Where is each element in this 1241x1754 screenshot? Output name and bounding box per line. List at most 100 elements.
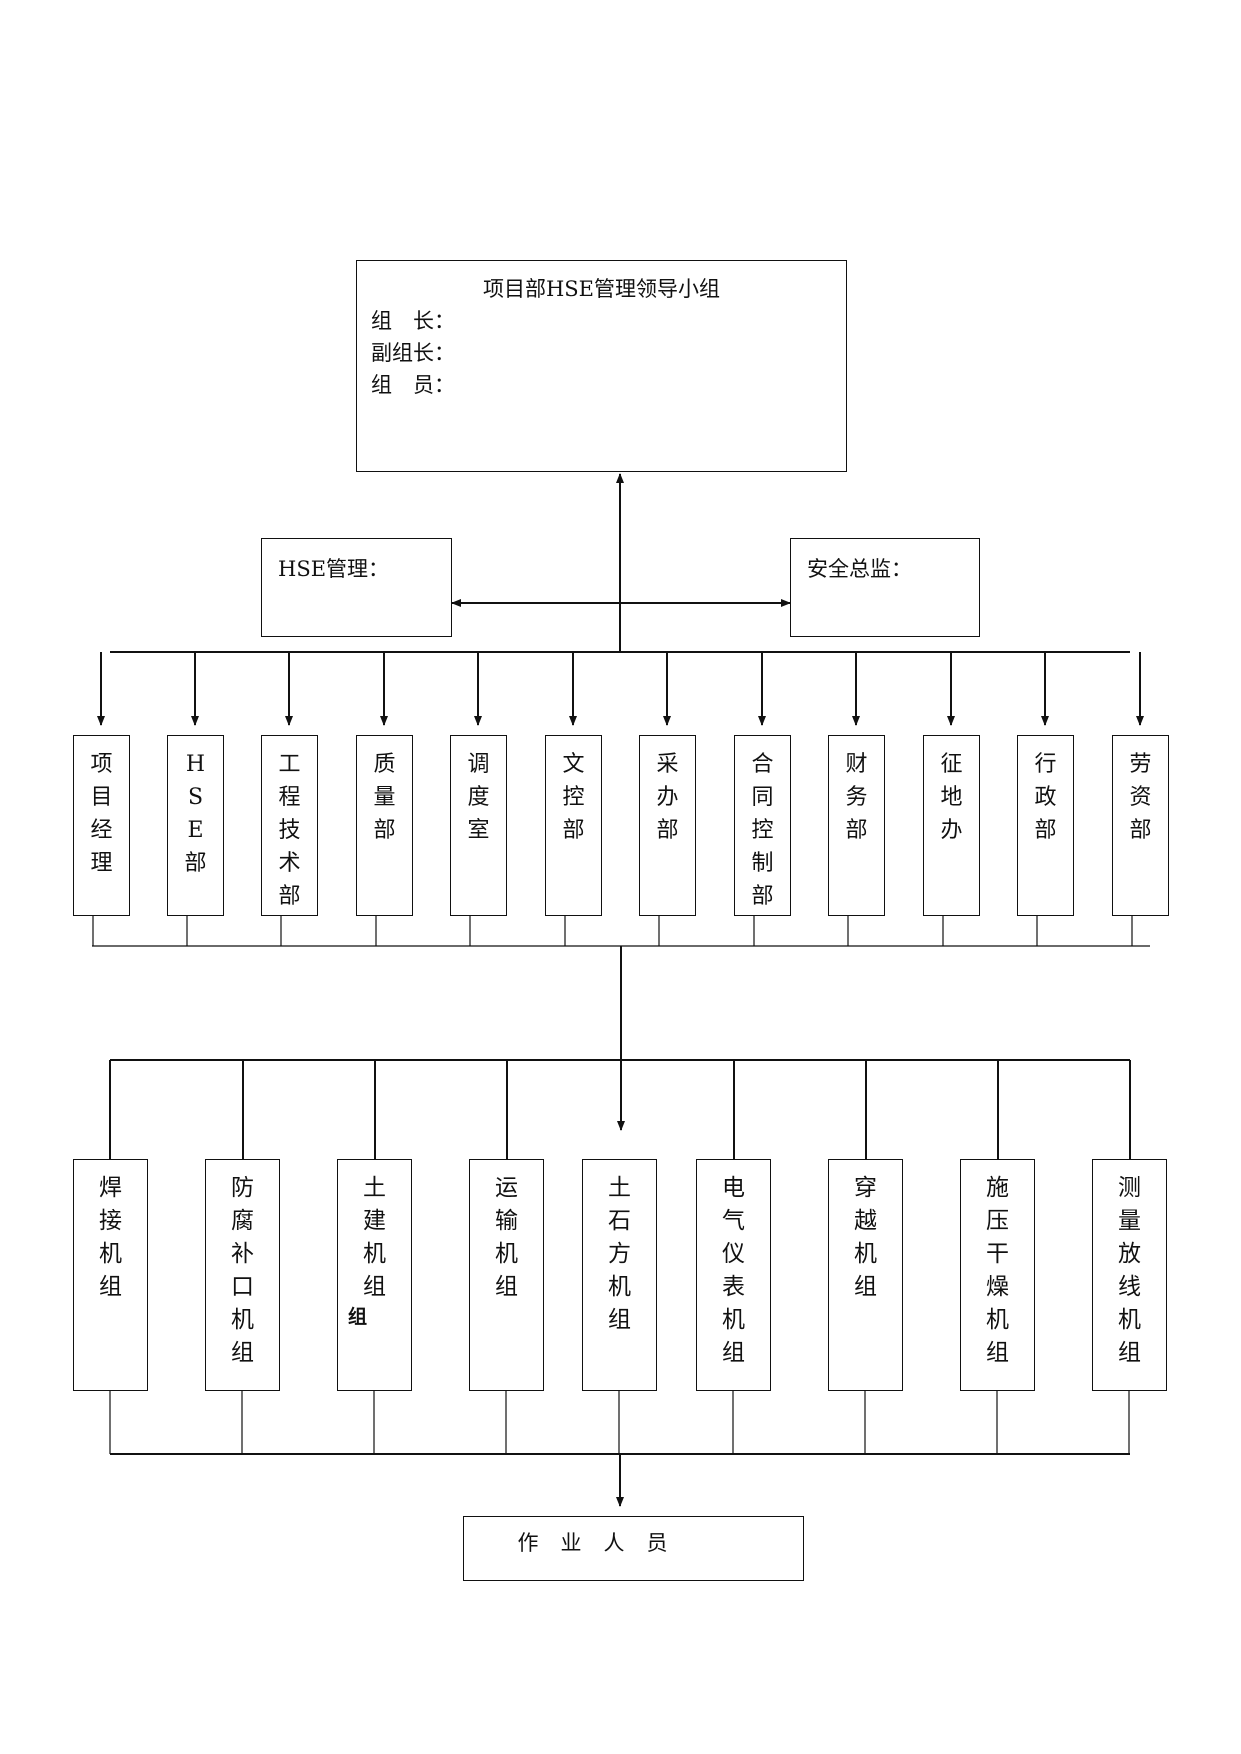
crew-label-char: 机 <box>854 1241 877 1267</box>
department-label-char: 文 <box>562 752 585 777</box>
crew-label-char: 组 <box>363 1274 386 1300</box>
department-label-char: 政 <box>1034 785 1057 810</box>
department-label: 劳资部 <box>1113 748 1168 847</box>
department-label-char: 地 <box>940 785 963 810</box>
crew-label-char: 土 <box>608 1175 631 1201</box>
crew-label-char: 组 <box>1118 1340 1141 1366</box>
department-label-char: 征 <box>940 752 963 777</box>
department-box: 调度室 <box>450 735 507 916</box>
crew-label-char: 干 <box>986 1241 1009 1267</box>
department-label-char: 部 <box>845 818 868 843</box>
department-label-char: 采 <box>656 752 679 777</box>
crew-label: 施压干燥机组 <box>961 1172 1034 1370</box>
department-label-char: 工 <box>278 752 301 777</box>
leadership-group-box: 项目部HSE管理领导小组 组 长： 副组长： 组 员： <box>356 260 847 472</box>
department-label-char: 控 <box>751 818 774 843</box>
crew-label-char: 测 <box>1118 1175 1141 1201</box>
department-label-char: 部 <box>656 818 679 843</box>
crew-label-char: 越 <box>854 1208 877 1234</box>
crew-label-char: 气 <box>722 1208 745 1234</box>
crew-box: 运输机组 <box>469 1159 544 1391</box>
crew-label-char: 腐 <box>231 1208 254 1234</box>
crew-label-char: 机 <box>495 1241 518 1267</box>
leadership-title: 项目部HSE管理领导小组 <box>482 277 721 301</box>
crew-label-char: 建 <box>363 1208 386 1234</box>
crew-box: 测量放线机组 <box>1092 1159 1167 1391</box>
department-label-char: 部 <box>1129 818 1152 843</box>
department-label-char: 部 <box>373 818 396 843</box>
crew-label-char: 土 <box>363 1175 386 1201</box>
crew-label-char: 防 <box>231 1175 254 1201</box>
department-box: 合同控制部 <box>734 735 791 916</box>
leader-label: 组 长： <box>371 309 455 333</box>
department-label-char: 同 <box>751 785 774 810</box>
department-box: 质量部 <box>356 735 413 916</box>
crew-label-char: 组 <box>722 1340 745 1366</box>
department-label-char: 行 <box>1034 752 1057 777</box>
crew-box: 焊接机组 <box>73 1159 148 1391</box>
department-label: 合同控制部 <box>735 748 790 913</box>
department-label-char: 质 <box>373 752 396 777</box>
department-label: 质量部 <box>357 748 412 847</box>
department-label-char: 度 <box>467 785 490 810</box>
crew-label-char: 量 <box>1118 1208 1141 1234</box>
department-label-char: 控 <box>562 785 585 810</box>
crew-box: 土石方机组 <box>582 1159 657 1391</box>
member-label: 组 员： <box>371 373 455 397</box>
crew-label-char: 机 <box>722 1307 745 1333</box>
crew-label-char: 机 <box>608 1274 631 1300</box>
crew-label: 焊接机组 <box>74 1172 147 1304</box>
crew-label-char: 组 <box>608 1307 631 1333</box>
crew-label-char: 线 <box>1118 1274 1141 1300</box>
crew-label-char: 焊 <box>99 1175 122 1201</box>
crew-label-char: 组 <box>854 1274 877 1300</box>
department-label-char: 部 <box>278 884 301 909</box>
crew-label: 测量放线机组 <box>1093 1172 1166 1370</box>
department-label: 工程技术部 <box>262 748 317 913</box>
crew-box: 防腐补口机组 <box>205 1159 280 1391</box>
crew-label-char: 运 <box>495 1175 518 1201</box>
department-box: 行政部 <box>1017 735 1074 916</box>
crew-label-char: 电 <box>722 1175 745 1201</box>
crew-label-char: 组 <box>986 1340 1009 1366</box>
crew-label-char: 燥 <box>986 1274 1009 1300</box>
department-label-char: 技 <box>278 818 301 843</box>
hse-management-label: HSE管理： <box>278 557 390 581</box>
crew-label-char: 施 <box>986 1175 1009 1201</box>
crew-label-char: 机 <box>99 1241 122 1267</box>
crew-label: 土建机组 <box>338 1172 411 1304</box>
department-label-char: 目 <box>90 785 113 810</box>
department-label: 财务部 <box>829 748 884 847</box>
crew-label-char: 口 <box>231 1274 254 1300</box>
department-label-char: 务 <box>845 785 868 810</box>
department-label-char: 劳 <box>1129 752 1152 777</box>
department-label-char: 室 <box>467 818 490 843</box>
safety-director-label: 安全总监： <box>807 557 912 581</box>
department-label: 行政部 <box>1018 748 1073 847</box>
department-label-char: H <box>185 752 206 777</box>
crew-box: 施压干燥机组 <box>960 1159 1035 1391</box>
department-label-char: 办 <box>940 818 963 843</box>
crew-label: 防腐补口机组 <box>206 1172 279 1370</box>
department-label: 文控部 <box>546 748 601 847</box>
workers-label: 作业人员 <box>517 1531 690 1555</box>
department-label: 征地办 <box>924 748 979 847</box>
crew-label-char: 压 <box>986 1208 1009 1234</box>
crew-label-char: 机 <box>363 1241 386 1267</box>
department-label-char: 理 <box>90 851 113 876</box>
crew-box: 土建机组 <box>337 1159 412 1391</box>
department-box: 财务部 <box>828 735 885 916</box>
department-label-char: 项 <box>90 752 113 777</box>
crew-label-char: 放 <box>1118 1241 1141 1267</box>
department-box: 劳资部 <box>1112 735 1169 916</box>
crew-label: 穿越机组 <box>829 1172 902 1304</box>
department-label: 项目经理 <box>74 748 129 880</box>
department-box: 征地办 <box>923 735 980 916</box>
department-box: 文控部 <box>545 735 602 916</box>
crew-label-char: 组 <box>99 1274 122 1300</box>
crew-label: 土石方机组 <box>583 1172 656 1337</box>
crew-label-char: 接 <box>99 1208 122 1234</box>
